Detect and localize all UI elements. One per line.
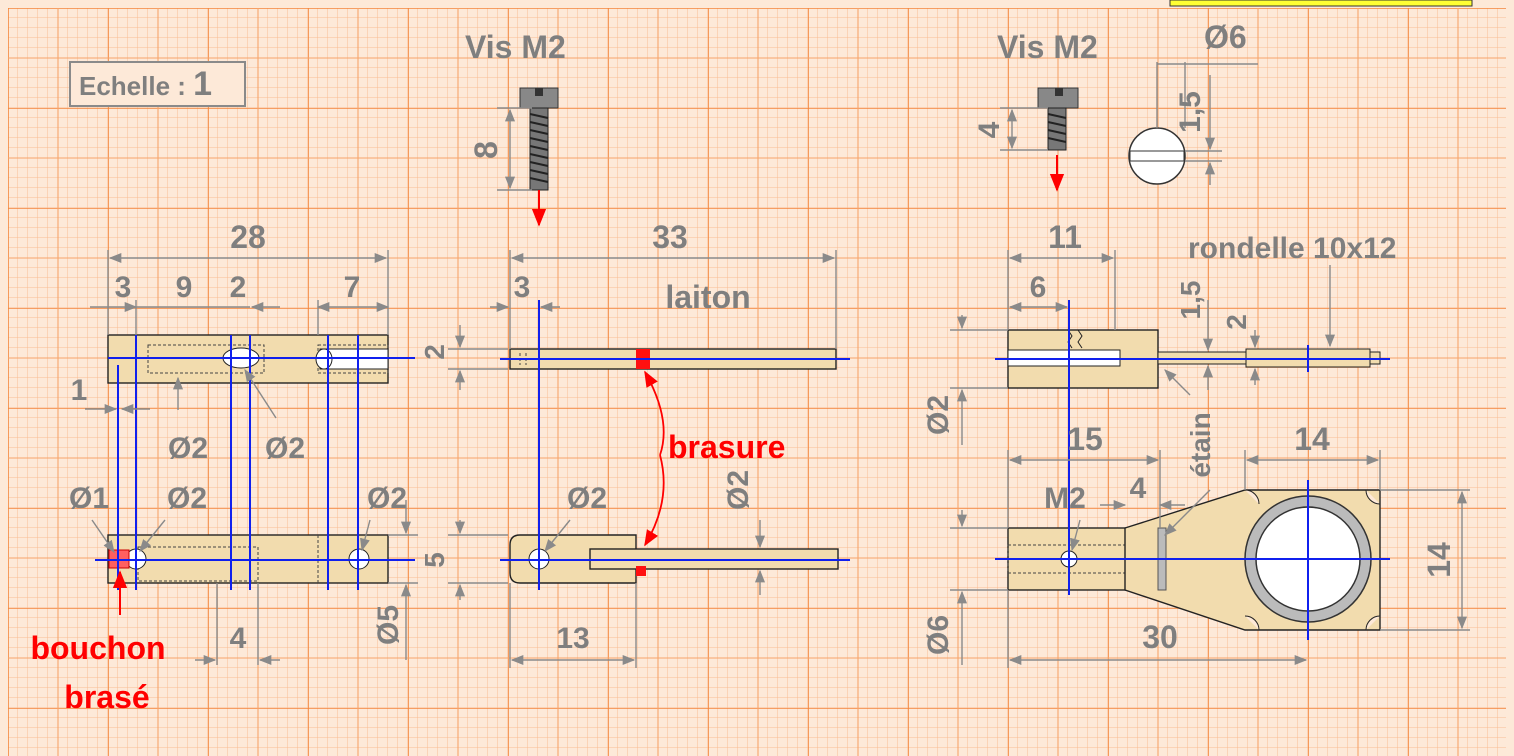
- thread-label: M2: [1044, 482, 1086, 515]
- svg-text:1: 1: [71, 374, 88, 407]
- svg-text:5: 5: [419, 552, 450, 568]
- svg-text:3: 3: [514, 271, 531, 304]
- svg-text:13: 13: [556, 622, 589, 655]
- connector-top-view: [995, 329, 1390, 389]
- svg-text:Ø2: Ø2: [567, 482, 607, 515]
- svg-text:Ø5: Ø5: [372, 605, 405, 645]
- svg-text:1,5: 1,5: [1175, 281, 1206, 320]
- fork-top-view: [107, 334, 415, 384]
- svg-text:11: 11: [1048, 219, 1082, 255]
- svg-text:9: 9: [176, 271, 193, 304]
- material-label: laiton: [665, 279, 750, 315]
- svg-text:8: 8: [468, 141, 504, 159]
- svg-text:30: 30: [1142, 619, 1178, 655]
- screw-left-title: Vis M2: [465, 29, 566, 65]
- plug-label-1: bouchon: [30, 630, 165, 666]
- svg-text:14: 14: [1294, 421, 1330, 457]
- scale-box: Echelle : 1: [69, 61, 246, 107]
- svg-text:6: 6: [1030, 271, 1047, 304]
- svg-text:Ø2: Ø2: [722, 470, 755, 510]
- svg-text:3: 3: [115, 271, 132, 304]
- dim-screw-length-8: 8: [468, 107, 532, 191]
- svg-text:7: 7: [344, 271, 361, 304]
- svg-text:Ø2: Ø2: [922, 395, 955, 435]
- connector-front-view: [995, 480, 1390, 640]
- scale-label: Echelle : 1: [79, 65, 212, 103]
- screw-right: [1037, 87, 1079, 192]
- svg-text:Ø1: Ø1: [69, 482, 109, 515]
- title-block-corner: [1169, 0, 1473, 7]
- dims-right: 11 6 1,5 2 rondelle 10x12 Ø2 étain 15 M2…: [922, 219, 1470, 668]
- brazing-arrow-down: [644, 454, 665, 547]
- rod-top-view: [500, 348, 850, 370]
- washer-label: rondelle 10x12: [1188, 232, 1396, 265]
- dim-screw-length-4: 4: [973, 107, 1048, 151]
- svg-text:2: 2: [1221, 314, 1252, 330]
- svg-text:4: 4: [230, 622, 247, 655]
- rod-front-view: [500, 534, 850, 584]
- screw-head-top-view: Ø6 1,5: [1128, 19, 1258, 185]
- svg-text:Ø2: Ø2: [167, 482, 207, 515]
- dims-left-top: 28 3 9 2 7 1 Ø2 Ø2: [71, 219, 390, 465]
- svg-text:2: 2: [230, 271, 247, 304]
- screw-left: [519, 87, 559, 227]
- svg-text:Ø2: Ø2: [367, 482, 407, 515]
- svg-text:Ø6: Ø6: [922, 615, 955, 655]
- svg-text:4: 4: [1130, 472, 1147, 505]
- svg-text:28: 28: [230, 219, 266, 255]
- solder-label: étain: [1185, 412, 1216, 477]
- svg-text:4: 4: [973, 121, 1006, 138]
- dims-left-bottom: Ø1 Ø2 Ø2 4 Ø5: [69, 482, 418, 666]
- svg-text:15: 15: [1067, 421, 1103, 457]
- brazing-label: brasure: [668, 429, 785, 465]
- dim-head-diameter: Ø6: [1204, 19, 1247, 55]
- screw-right-title: Vis M2: [997, 29, 1098, 65]
- brazing-arrow-up: [644, 370, 665, 456]
- svg-text:2: 2: [419, 344, 450, 360]
- fork-vertical-axes: [117, 335, 359, 590]
- svg-text:Ø2: Ø2: [265, 432, 305, 465]
- svg-text:Ø2: Ø2: [168, 432, 208, 465]
- plug-label-2: brasé: [64, 679, 149, 715]
- svg-text:14: 14: [1421, 542, 1457, 578]
- dims-middle: 33 3 laiton 2 Ø2 5 13 Ø2: [419, 219, 837, 668]
- svg-text:33: 33: [652, 219, 688, 255]
- fork-front-view: [95, 534, 415, 584]
- dim-head-height: 1,5: [1174, 91, 1207, 133]
